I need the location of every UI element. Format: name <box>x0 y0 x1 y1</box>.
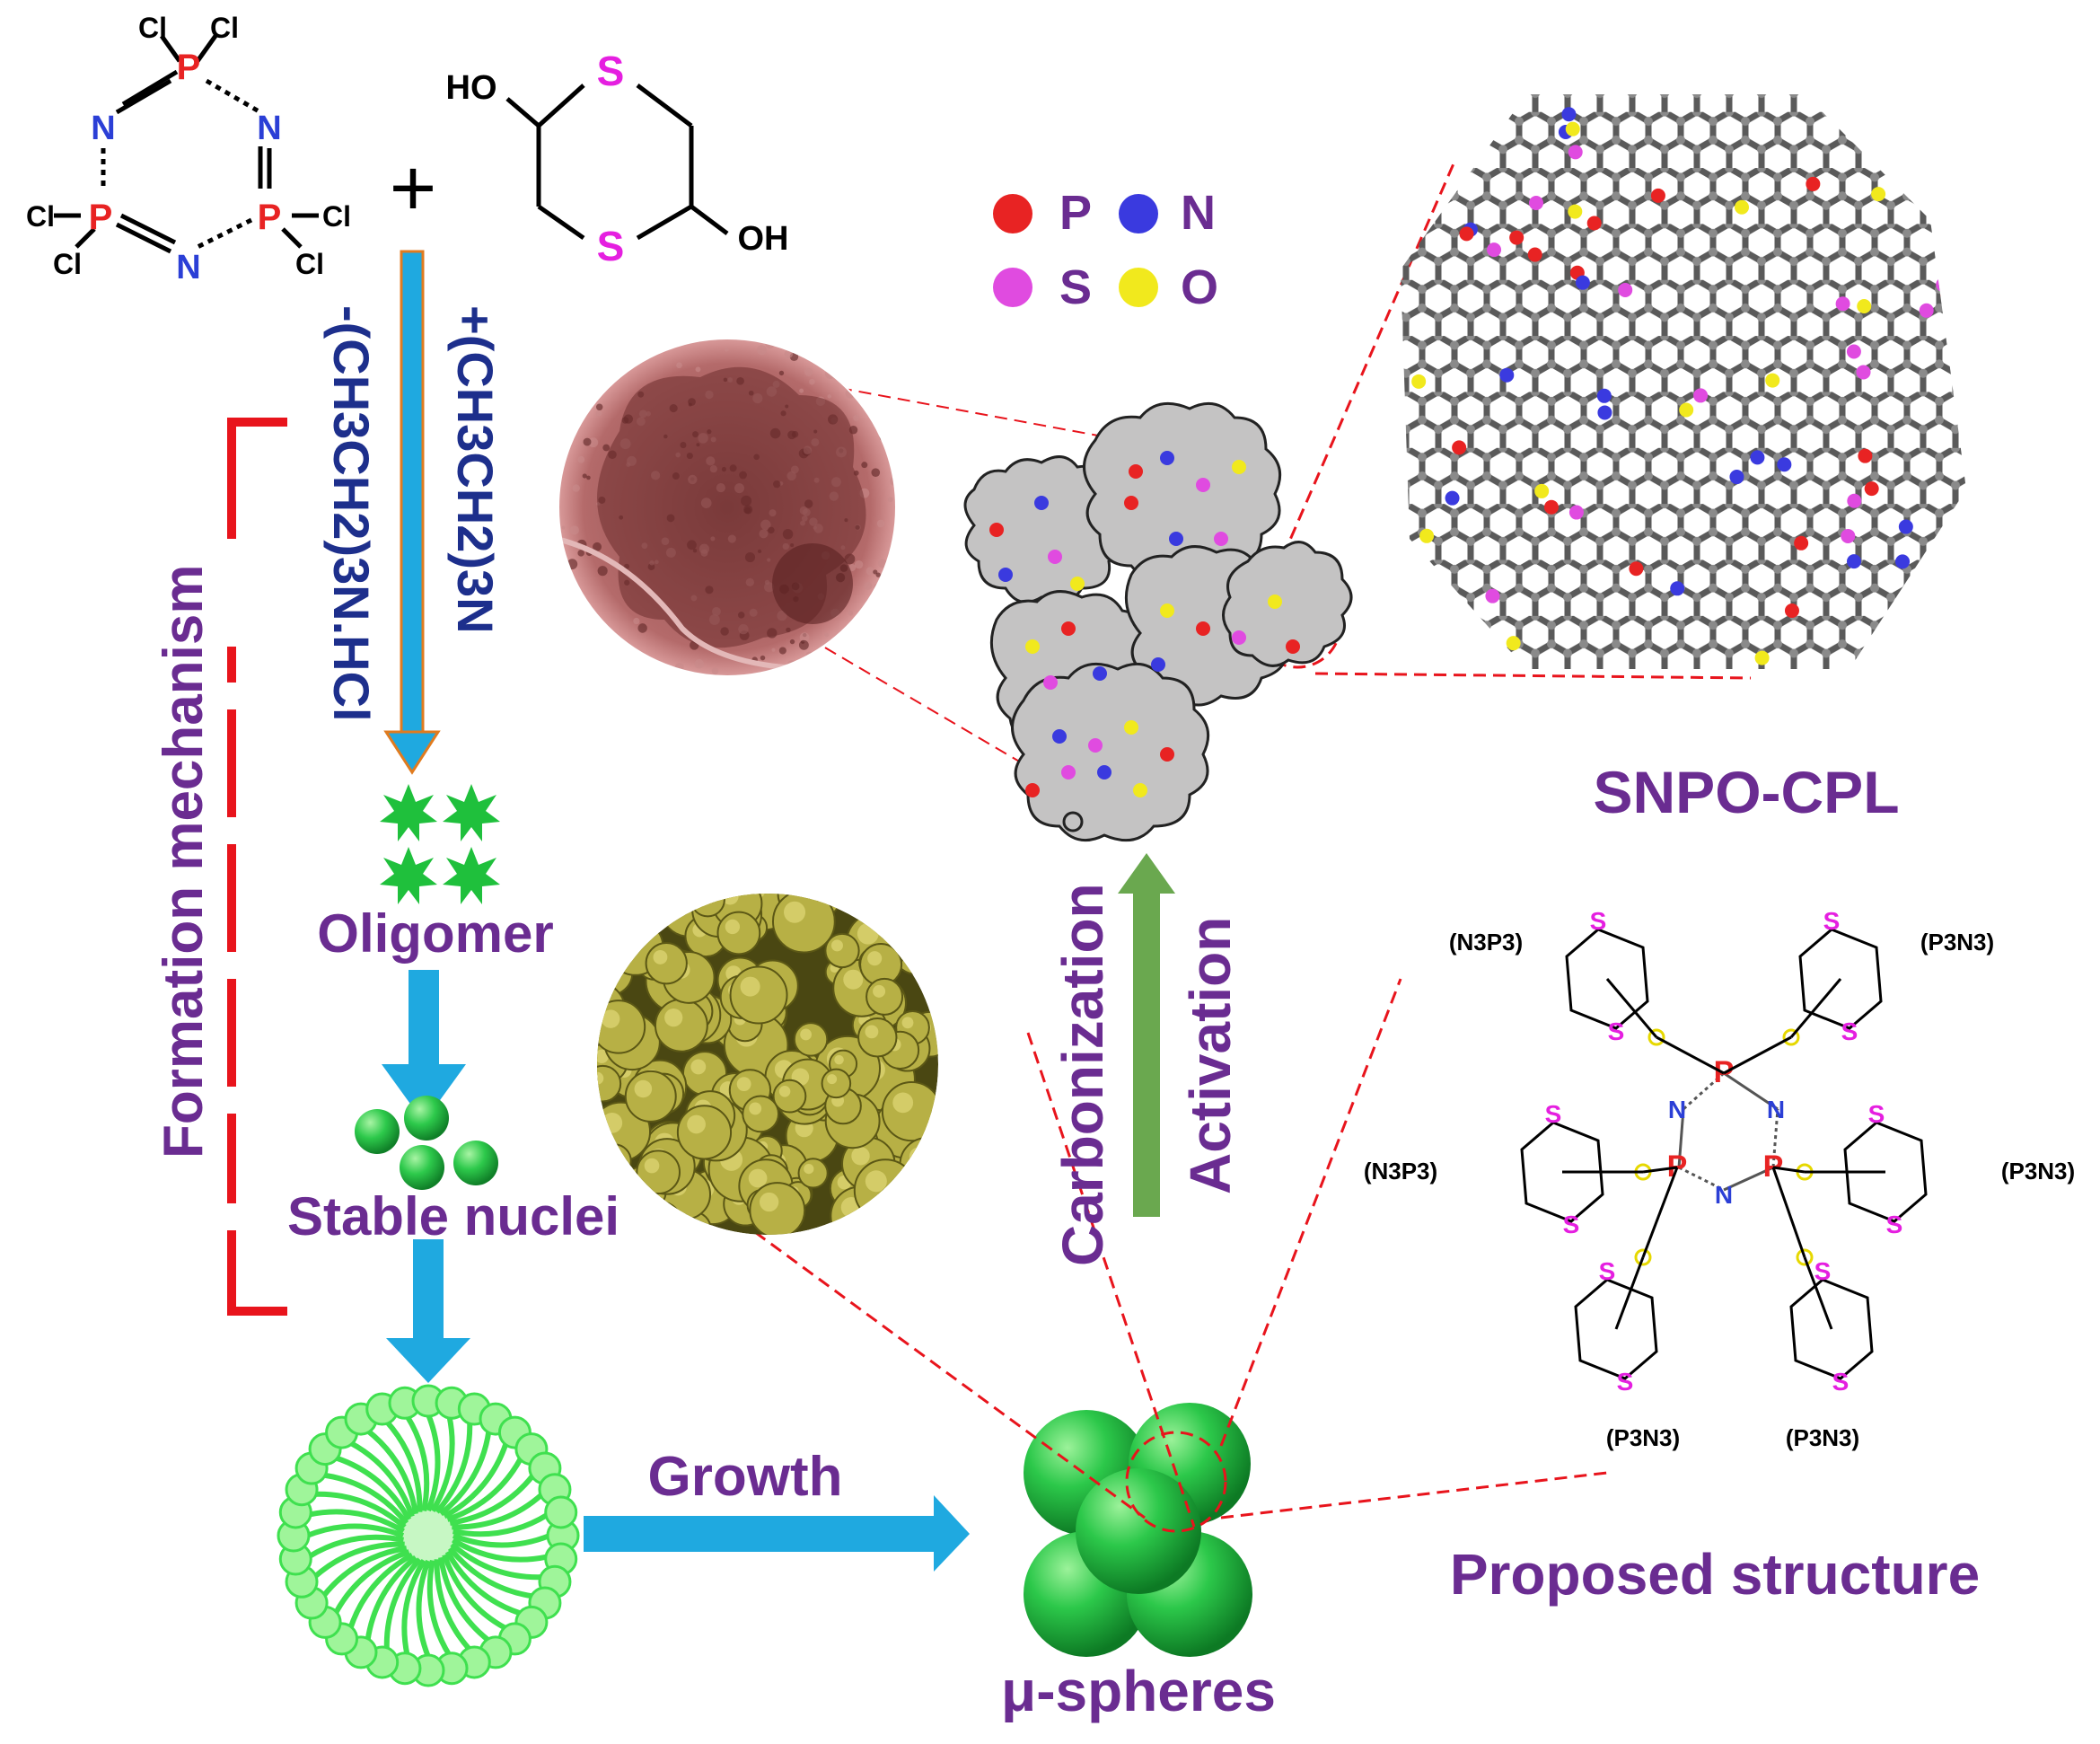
hccp-cl-2: Cl <box>210 12 239 44</box>
svg-text:P: P <box>1667 1149 1688 1184</box>
svg-text:(P3N3): (P3N3) <box>1606 1424 1680 1451</box>
dithiane-oh: OH <box>738 220 789 258</box>
hccp-n-left: N <box>91 110 115 147</box>
legend-p-label: P <box>1059 186 1092 240</box>
microspheres-cluster <box>1024 1403 1252 1657</box>
oligomer-label: Oligomer <box>317 903 553 964</box>
reaction-arrow <box>383 250 441 775</box>
svg-text:S: S <box>1868 1100 1885 1128</box>
svg-text:S: S <box>1599 1257 1616 1285</box>
svg-text:S: S <box>1590 907 1607 935</box>
svg-text:S: S <box>1617 1368 1634 1396</box>
formation-bracket <box>227 418 287 1316</box>
svg-text:S: S <box>1608 1017 1625 1045</box>
svg-text:(N3P3): (N3P3) <box>1449 929 1523 956</box>
amine-addition-label: +(CH3CH2)3N <box>447 305 504 634</box>
hccp-cl-4: Cl <box>53 248 82 280</box>
growth-arrow <box>584 1495 970 1572</box>
svg-text:S: S <box>1563 1211 1580 1238</box>
stable-nuclei-label: Stable nuclei <box>287 1186 619 1246</box>
dithiane-s-bottom: S <box>597 223 625 269</box>
svg-text:N: N <box>1715 1181 1733 1209</box>
activation-label: Activation <box>1178 917 1243 1194</box>
hccp-p-right: P <box>258 198 282 237</box>
svg-text:N: N <box>1668 1096 1686 1123</box>
hccp-cl-6: Cl <box>295 248 324 280</box>
legend-o-marker <box>1119 268 1158 307</box>
svg-text:S: S <box>1886 1211 1903 1238</box>
amine-removal-label: -(CH3CH2)3N.HCl <box>323 305 380 722</box>
doped-carbon-lattice <box>1401 94 1966 669</box>
svg-text:S: S <box>1841 1017 1858 1045</box>
micelle <box>277 1384 580 1687</box>
dithiane-s-top: S <box>597 48 625 94</box>
stable-nuclei-spheres <box>355 1096 498 1190</box>
legend-s-label: S <box>1059 260 1092 314</box>
svg-text:S: S <box>1832 1368 1850 1396</box>
hccp-cl-3: Cl <box>26 200 55 233</box>
legend-p-marker <box>993 194 1032 233</box>
carbon-particle-cluster <box>963 401 1353 842</box>
proposed-structure-label: Proposed structure <box>1450 1542 1980 1607</box>
product-name-label: SNPO-CPL <box>1593 759 1899 825</box>
sem-image-carbon-border <box>558 338 897 677</box>
carbonization-arrow <box>1118 853 1175 1217</box>
svg-text:S: S <box>1814 1257 1832 1285</box>
svg-text:S: S <box>1545 1100 1562 1128</box>
svg-text:N: N <box>1767 1096 1785 1123</box>
svg-text:(P3N3): (P3N3) <box>1920 929 1994 956</box>
svg-text:(P3N3): (P3N3) <box>2001 1158 2075 1185</box>
sem-image-spheres <box>597 894 938 1235</box>
hccp-p-top: P <box>177 48 201 87</box>
hccp-cl-5: Cl <box>322 200 351 233</box>
element-legend: P N S O <box>993 186 1218 314</box>
legend-n-label: N <box>1181 186 1216 240</box>
arrow-nuclei-to-micelle <box>386 1239 470 1383</box>
hccp-n-right: N <box>257 110 281 147</box>
svg-text:P: P <box>1763 1149 1784 1184</box>
microspheres-label: μ-spheres <box>1001 1659 1276 1723</box>
legend-n-marker <box>1119 194 1158 233</box>
formation-mechanism-label: Formation mechanism <box>153 565 215 1158</box>
dithiane-diol-molecule: S S HO OH <box>446 48 789 269</box>
legend-o-label: O <box>1181 260 1218 314</box>
svg-text:(N3P3): (N3P3) <box>1364 1158 1437 1185</box>
formation-bracket-dashes <box>223 539 241 1230</box>
carbonization-label: Carbonization <box>1050 883 1115 1266</box>
hccp-cl-1: Cl <box>138 12 167 44</box>
oligomer-stars <box>380 784 500 904</box>
hccp-n-bottom: N <box>176 249 200 286</box>
legend-s-marker <box>993 268 1032 307</box>
svg-text:(P3N3): (P3N3) <box>1786 1424 1859 1451</box>
arrow-oligomer-to-nuclei <box>382 970 466 1123</box>
zoom-leader-lines <box>690 161 1752 1533</box>
hccp-molecule: P P P N N N Cl Cl Cl Cl Cl Cl <box>26 12 351 286</box>
hccp-p-left: P <box>89 198 113 237</box>
svg-text:S: S <box>1823 907 1841 935</box>
growth-label: Growth <box>648 1446 843 1508</box>
dithiane-ho: HO <box>446 69 497 107</box>
plus-sign: + <box>390 144 437 233</box>
